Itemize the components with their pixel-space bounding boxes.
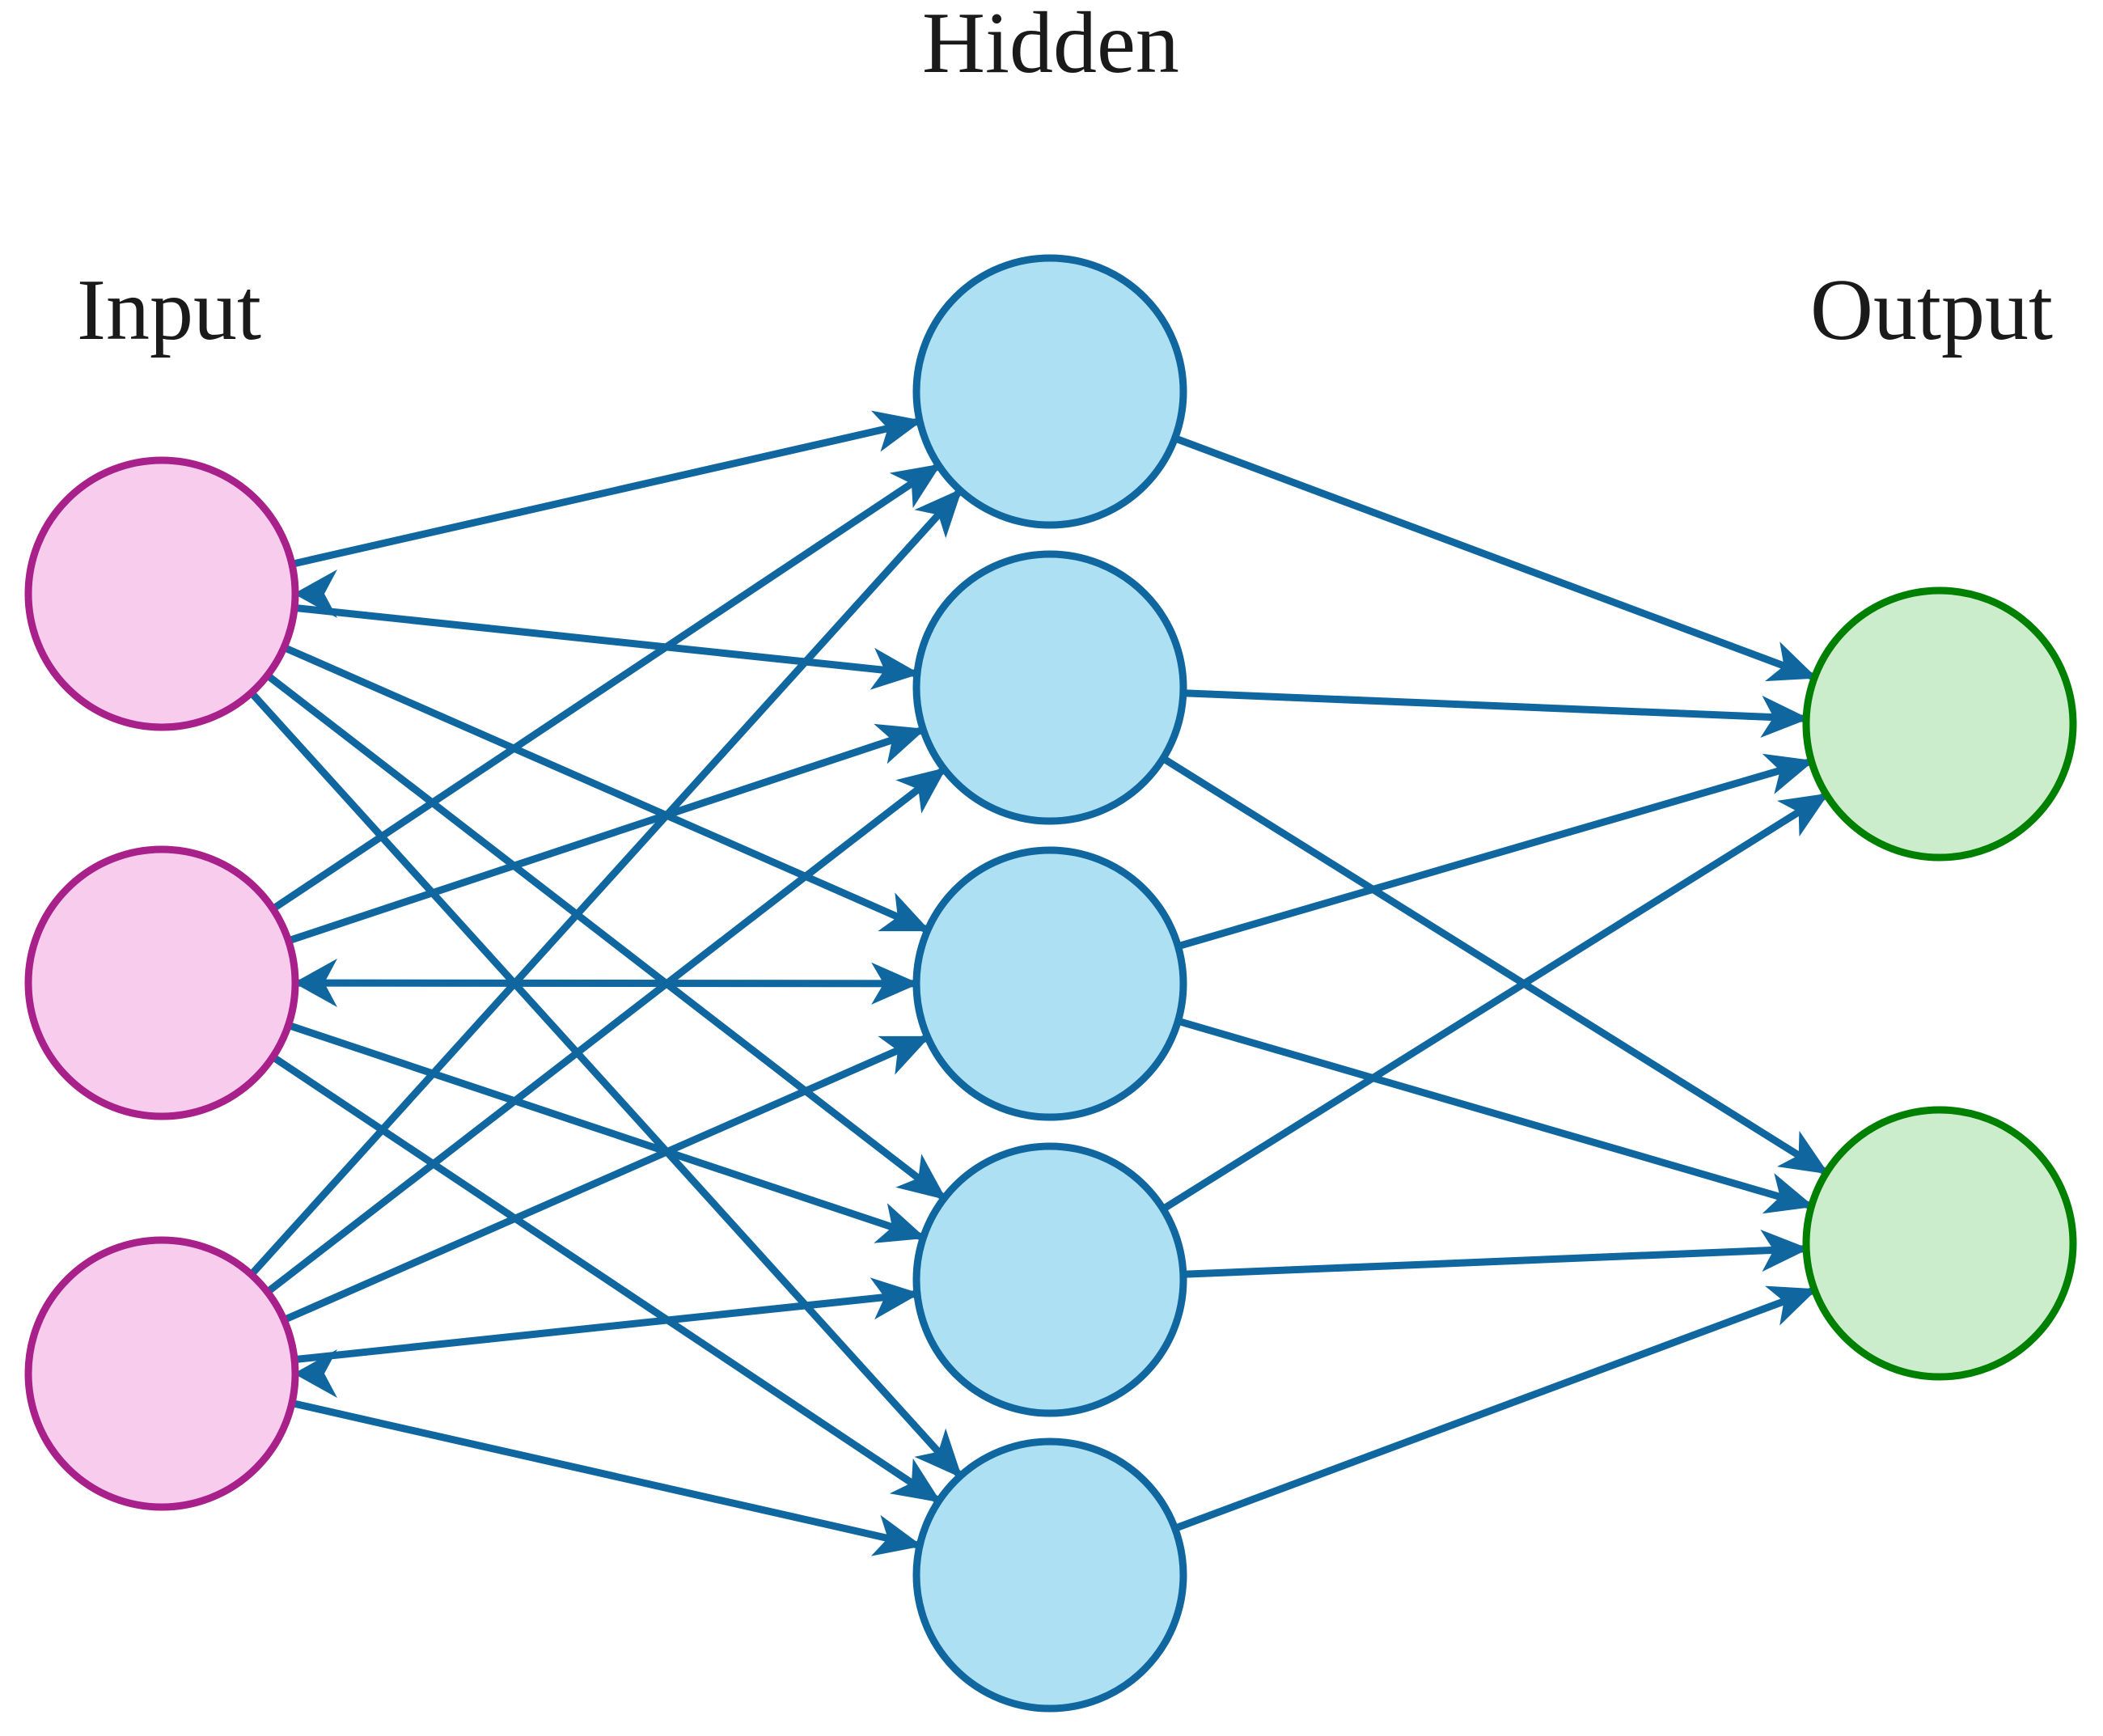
hidden-node-5[interactable] (912, 1437, 1187, 1713)
input-node-arrowhead-1 (294, 569, 337, 618)
edge-hidden-output-7 (1183, 1229, 1809, 1278)
hidden-node-3[interactable] (912, 846, 1187, 1121)
output-node-1[interactable] (1802, 586, 2077, 862)
input-layer-nodes (24, 456, 299, 1511)
edge-hidden-output-8 (1174, 1285, 1817, 1532)
edge-input-hidden-14 (294, 1277, 920, 1364)
edge-hidden-output-3 (1161, 755, 1830, 1176)
edges-hidden-to-output (1161, 434, 1830, 1532)
output-layer-label: Output (1810, 262, 2054, 358)
hidden-layer-nodes (912, 254, 1187, 1713)
hidden-layer-label: Hidden (922, 0, 1179, 91)
input-layer-label: Input (77, 262, 261, 358)
edge-input-hidden-6 (270, 462, 941, 912)
edge-input-hidden-7 (287, 723, 926, 945)
edge-input-hidden-11 (248, 488, 963, 1277)
input-node-arrowheads (294, 569, 337, 1398)
output-node-2[interactable] (1802, 1106, 2077, 1381)
input-node-arrowhead-2 (294, 959, 337, 1007)
edge-input-hidden-8 (294, 962, 920, 1005)
input-node-2[interactable] (24, 845, 299, 1120)
edge-input-hidden-1 (290, 410, 923, 568)
output-layer-nodes (1802, 586, 2077, 1381)
edge-input-hidden-3 (282, 644, 931, 934)
edge-hidden-output-5 (1177, 1017, 1815, 1214)
edge-input-hidden-9 (287, 1022, 926, 1243)
edge-input-hidden-13 (282, 1034, 931, 1323)
edge-input-hidden-12 (264, 766, 947, 1295)
input-node-arrowhead-3 (294, 1349, 337, 1398)
input-node-1[interactable] (24, 456, 299, 731)
edge-input-hidden-5 (248, 690, 963, 1479)
input-node-3[interactable] (24, 1236, 299, 1511)
edge-hidden-output-2 (1183, 689, 1809, 739)
edge-input-hidden-2 (294, 603, 920, 690)
edge-input-hidden-15 (290, 1399, 923, 1556)
edge-input-hidden-4 (264, 672, 947, 1201)
edges-input-to-hidden (248, 410, 963, 1556)
edge-hidden-output-1 (1173, 434, 1817, 682)
hidden-node-1[interactable] (912, 254, 1187, 529)
hidden-node-4[interactable] (912, 1142, 1187, 1417)
edge-hidden-output-6 (1161, 791, 1830, 1213)
hidden-node-2[interactable] (912, 550, 1187, 825)
edge-hidden-output-4 (1177, 753, 1815, 951)
